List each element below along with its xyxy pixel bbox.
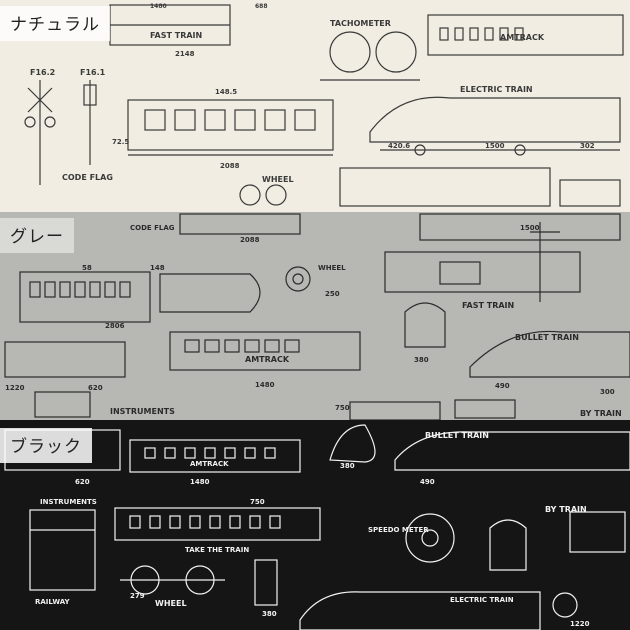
part-label: WHEEL [155,599,187,608]
dim-label: 750 [250,498,265,506]
train-name-label: FAST TRAIN [150,31,202,40]
dim-label: 302 [580,142,595,150]
train-name-label: FAST TRAIN [462,301,514,310]
train-name-label: BY TRAIN [580,409,622,418]
signal-label: F16.2 [30,68,55,77]
gray-train-blueprint-pattern: CODE FLAG 2088 1500 WHEEL 58 148 250 FAS… [4,213,630,420]
dim-label: 1220 [570,620,590,628]
train-name-label: AMTRACK [500,33,545,42]
dim-label: 688 [255,3,268,10]
dim-label: 1500 [485,142,505,150]
dim-label: 380 [340,462,355,470]
fabric-swatch-gray: CODE FLAG 2088 1500 WHEEL 58 148 250 FAS… [0,212,630,420]
dim-label: 620 [88,384,103,392]
part-label: SPEEDO METER [368,526,429,534]
dim-label: 148 [150,264,165,272]
dim-label: 620 [75,478,90,486]
train-name-label: ELECTRIC TRAIN [450,596,514,604]
part-label: INSTRUMENTS [40,498,97,506]
color-label-natural: ナチュラル [0,6,110,41]
dim-label: 2806 [105,322,125,330]
dim-label: 72.5 [112,138,129,146]
dim-label: 420.6 [388,142,410,150]
signal-label: F16.1 [80,68,106,77]
part-label: WHEEL [318,264,346,272]
black-train-blueprint-pattern: BULLET TRAIN AMTRACK 380 490 620 1480 IN… [4,424,630,630]
dim-label: 380 [414,356,429,364]
dim-label: 1480 [255,381,275,389]
part-label: INSTRUMENTS [110,407,175,416]
dim-label: 300 [600,388,615,396]
dim-label: 58 [82,264,92,272]
signal-label: CODE FLAG [62,173,113,182]
dim-label: 1480 [150,3,167,10]
color-label-gray: グレー [0,218,74,253]
train-name-label: AMTRACK [245,355,290,364]
dim-label: 1500 [520,224,540,232]
dim-label: 380 [262,610,277,618]
natural-train-blueprint-pattern: 1480 688 FAST TRAIN TACHOMETER AMTRACK F… [24,3,624,207]
train-name-label: BY TRAIN [545,505,587,514]
part-label: WHEEL [262,175,294,184]
train-name-label: BULLET TRAIN [515,333,579,342]
train-name-label: AMTRACK [190,460,229,468]
dim-label: 750 [335,404,350,412]
dim-label: 490 [420,478,435,486]
color-label-black: ブラック [0,428,92,463]
dim-label: 148.5 [215,88,237,96]
dim-label: 1480 [190,478,210,486]
fabric-swatch-black: BULLET TRAIN AMTRACK 380 490 620 1480 IN… [0,420,630,630]
part-label: RAILWAY [35,598,70,606]
train-name-label: TACHOMETER [330,19,391,28]
dim-label: 1220 [5,384,25,392]
train-name-label: ELECTRIC TRAIN [460,85,533,94]
fabric-swatch-natural: 1480 688 FAST TRAIN TACHOMETER AMTRACK F… [0,0,630,212]
dim-label: 2088 [240,236,260,244]
dim-label: 279 [130,592,145,600]
dim-label: 490 [495,382,510,390]
dim-label: 2148 [175,50,195,58]
signal-label: CODE FLAG [130,224,175,232]
dim-label: 2088 [220,162,240,170]
train-name-label: TAKE THE TRAIN [185,546,249,554]
train-name-label: BULLET TRAIN [425,431,489,440]
dim-label: 250 [325,290,340,298]
